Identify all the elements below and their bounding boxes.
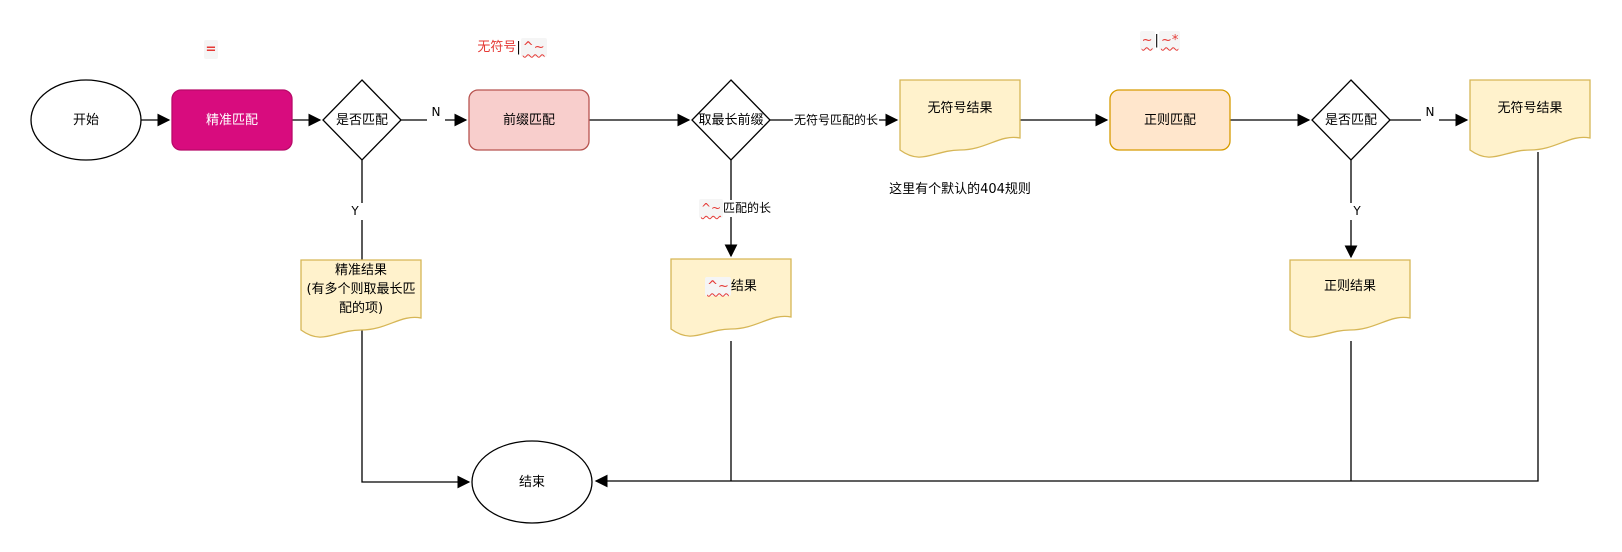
plain-result-mid-node — [899, 79, 1021, 158]
edge-label-plain-match-length: 无符号匹配的长 — [793, 112, 879, 129]
plain-result-mid-label: 无符号结果 — [927, 100, 993, 116]
exact-result-label: 精准结果 (有多个则取最长匹 配的项) — [301, 261, 421, 318]
exact-match-label: 精准匹配 — [205, 112, 258, 128]
prefix-operators-lead: 无符号 — [477, 39, 517, 55]
annotation-prefix-operators: 无符号|^~ — [462, 37, 562, 57]
prefix-match-label: 前缀匹配 — [502, 112, 555, 128]
regex-decision-node — [1311, 79, 1391, 161]
regex-match-node — [1109, 89, 1231, 151]
regex-operators-code1: ~ — [1139, 30, 1155, 50]
edge-label-y-after-regex: Y — [1348, 203, 1366, 220]
start-node — [30, 79, 142, 161]
exact-operator-code: = — [203, 39, 219, 59]
caret-result-text: 结果 — [730, 278, 757, 294]
caret-result-node — [670, 258, 792, 337]
regex-operators-separator: | — [1154, 32, 1159, 48]
longest-prefix-decision-label: 取最长前缀 — [698, 112, 764, 128]
regex-result-label: 正则结果 — [1323, 278, 1376, 294]
caret-result-code: ^~ — [705, 276, 731, 296]
caret-match-length-text: 匹配的长 — [723, 201, 772, 215]
exact-result-line-2: (有多个则取最长匹 — [306, 282, 416, 297]
annotation-default-404-note: 这里有个默认的404规则 — [889, 181, 1031, 197]
exact-result-node — [300, 259, 422, 338]
prefix-operators-separator: | — [516, 39, 521, 55]
regex-operators-code2: ~* — [1158, 30, 1181, 50]
exact-result-line-1: 精准结果 — [334, 263, 387, 278]
edge-label-n-after-exact: N — [427, 104, 445, 121]
end-node — [471, 440, 593, 524]
caret-result-label: ^~结果 — [671, 262, 791, 310]
prefix-operators-code: ^~ — [520, 37, 547, 57]
end-label: 结束 — [518, 474, 545, 490]
exact-decision-label: 是否匹配 — [335, 112, 388, 128]
annotation-regex-operators: ~|~* — [1120, 30, 1200, 50]
regex-match-label: 正则匹配 — [1143, 112, 1196, 128]
exact-match-node — [171, 89, 293, 151]
plain-result-right-node — [1469, 79, 1591, 158]
edge-label-caret-match-length: ^~匹配的长 — [697, 199, 773, 218]
start-label: 开始 — [72, 112, 99, 128]
exact-result-line-3: 配的项) — [338, 301, 384, 316]
regex-decision-label: 是否匹配 — [1324, 112, 1377, 128]
edge-label-y-after-exact: Y — [346, 203, 364, 220]
edge-collector-to-end — [594, 152, 1539, 488]
edge-label-n-after-regex: N — [1421, 104, 1439, 121]
regex-result-node — [1289, 259, 1411, 338]
exact-decision-node — [322, 79, 402, 161]
caret-match-length-code: ^~ — [698, 199, 724, 218]
prefix-match-node — [468, 89, 590, 151]
annotation-exact-operator: = — [199, 39, 223, 59]
plain-result-right-label: 无符号结果 — [1497, 100, 1563, 116]
longest-prefix-decision-node — [691, 79, 771, 161]
